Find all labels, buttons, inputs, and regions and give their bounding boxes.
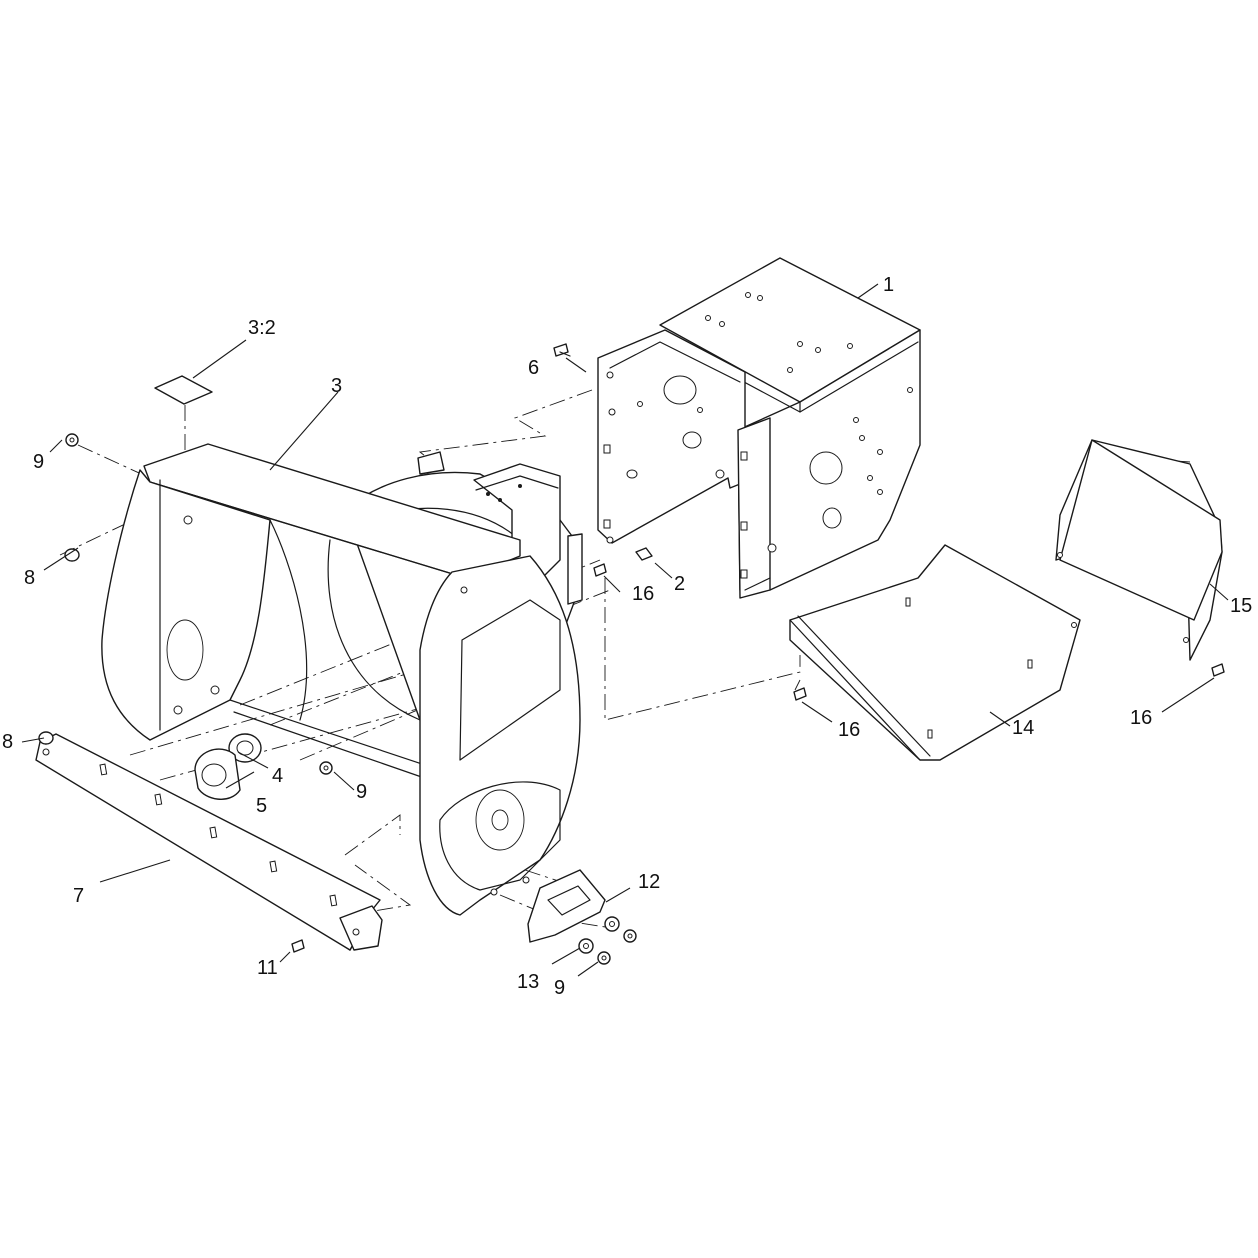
- callout-5: 5: [256, 795, 267, 817]
- callout-9-upper: 9: [33, 451, 44, 473]
- callout-16-b: 16: [1130, 707, 1152, 729]
- callout-14: 14: [1012, 717, 1034, 739]
- callout-3-2: 3:2: [248, 317, 276, 339]
- decal-part-3-2: [154, 375, 213, 405]
- scraper-bar-part-7: [35, 733, 383, 951]
- bolt-part-6: [553, 343, 571, 357]
- callout-7: 7: [73, 885, 84, 907]
- flange-part-5: [194, 748, 241, 800]
- nut-part-9-upper: [65, 433, 79, 447]
- bolt-part-11: [291, 939, 305, 953]
- plug-part-8-upper: [64, 548, 80, 562]
- plug-part-8-lower: [38, 731, 54, 745]
- callout-6: 6: [528, 357, 539, 379]
- nut-part-9-lower: [597, 929, 637, 965]
- callout-11: 11: [257, 957, 278, 979]
- callout-1: 1: [883, 274, 894, 296]
- bolt-part-16-a: [593, 563, 607, 577]
- cover-part-15: [1055, 439, 1223, 661]
- bearing-part-4: [228, 733, 262, 763]
- nut-part-9-middle: [319, 761, 333, 775]
- bolt-part-16-c: [793, 687, 807, 701]
- clip-part-2: [635, 547, 653, 561]
- skid-part-12: [527, 869, 606, 943]
- bolt-part-16-b: [1211, 663, 1225, 677]
- callout-3: 3: [331, 375, 342, 397]
- callout-16-a: 16: [632, 583, 654, 605]
- callout-9-lower: 9: [554, 977, 565, 999]
- callout-12: 12: [638, 871, 660, 893]
- leader-lines: [21, 283, 1229, 977]
- callout-16-c: 16: [838, 719, 860, 741]
- washer-part-13: [578, 916, 620, 954]
- callout-13: 13: [517, 971, 539, 993]
- callout-4: 4: [272, 765, 283, 787]
- tray-part-14: [789, 544, 1081, 761]
- main-frame-part-1: [597, 257, 921, 599]
- callout-15: 15: [1230, 595, 1252, 617]
- callout-2: 2: [674, 573, 685, 595]
- housing-frame-part-3: [101, 443, 581, 916]
- callout-labels: 1 2 3 3:2 4 5 6 7 8 8 9 9 9 11 12 13 14 …: [2, 274, 1252, 999]
- callout-8-upper: 8: [24, 567, 35, 589]
- callout-8-lower: 8: [2, 731, 13, 753]
- callout-9-middle: 9: [356, 781, 367, 803]
